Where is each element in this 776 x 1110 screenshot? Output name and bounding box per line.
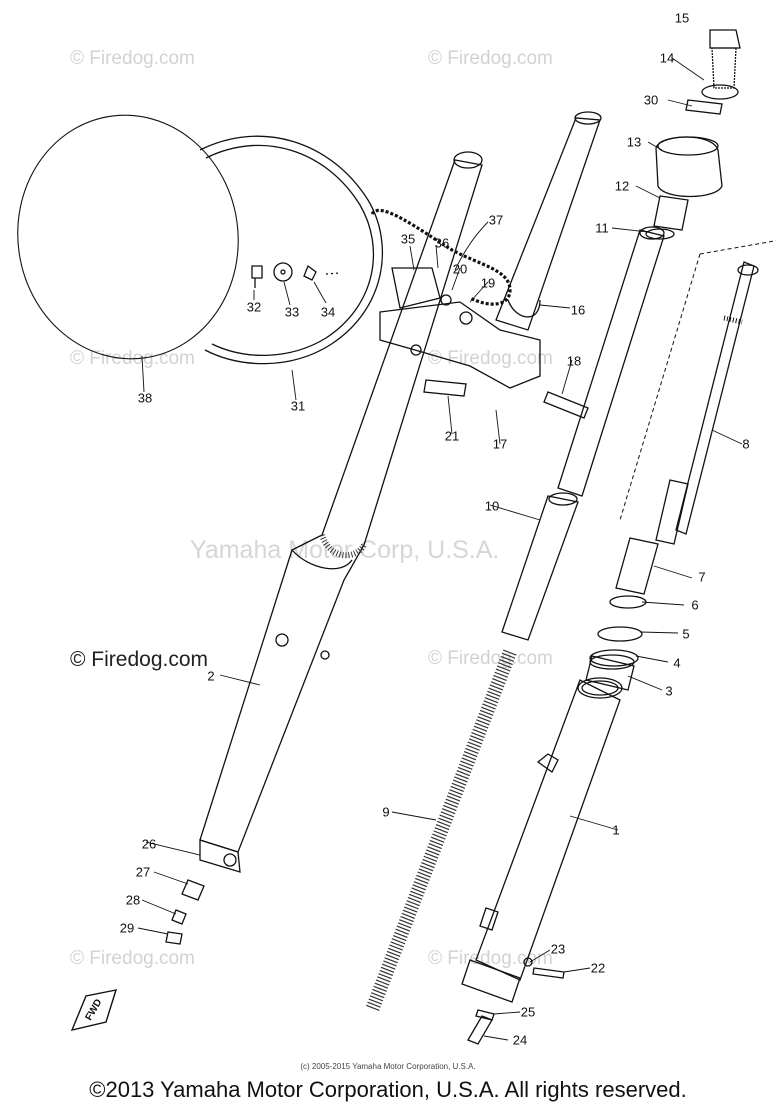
watermark: © Firedog.com xyxy=(428,948,553,969)
callout-22: 22 xyxy=(590,960,606,976)
bracket-17 xyxy=(379,301,541,389)
callout-19: 19 xyxy=(480,275,496,291)
inner-tube-10 xyxy=(557,229,665,497)
callout-38: 38 xyxy=(137,390,153,406)
callout-36: 36 xyxy=(434,235,450,251)
axle-boss-lower xyxy=(461,959,521,1003)
leader-lines xyxy=(137,57,743,1041)
callout-2: 2 xyxy=(207,668,215,684)
damper-rod-8 xyxy=(675,261,755,535)
callout-29: 29 xyxy=(119,920,135,936)
callout-31: 31 xyxy=(290,398,306,414)
washer-25 xyxy=(475,1009,495,1021)
bushing-7 xyxy=(615,537,659,595)
callout-15: 15 xyxy=(674,10,690,26)
callout-12: 12 xyxy=(614,178,630,194)
washer-28 xyxy=(171,909,187,925)
bolt-18 xyxy=(543,391,589,419)
callout-37: 37 xyxy=(488,212,504,228)
nut-34 xyxy=(303,264,317,281)
o-ring-14 xyxy=(701,84,739,100)
watermark: © Firedog.com xyxy=(428,348,553,369)
callout-14: 14 xyxy=(659,50,675,66)
fork-tube-2 xyxy=(199,159,483,853)
bolt-27 xyxy=(181,879,205,901)
headlight-lens xyxy=(17,114,239,360)
callout-25: 25 xyxy=(520,1004,536,1020)
screw-32 xyxy=(251,265,263,288)
nut-29 xyxy=(165,931,183,945)
callout-11: 11 xyxy=(595,220,609,236)
guide-12 xyxy=(653,195,689,231)
fork-leg-1 xyxy=(475,679,621,981)
watermark: © Firedog.com xyxy=(428,648,553,669)
watermark-dark: © Firedog.com xyxy=(70,648,209,671)
watermark: © Firedog.com xyxy=(70,948,195,969)
callout-32: 32 xyxy=(246,299,262,315)
ring-6 xyxy=(609,595,647,609)
callout-27: 27 xyxy=(135,864,151,880)
callout-8: 8 xyxy=(742,436,750,452)
fwd-arrow xyxy=(70,989,118,1031)
upper-tube-16 xyxy=(495,117,601,331)
headlight-rim xyxy=(199,135,384,365)
watermark-center: Yamaha Motor Corp, U.S.A. xyxy=(190,536,500,564)
screw-22 xyxy=(532,967,565,979)
watermark: © Firedog.com xyxy=(70,48,195,69)
callout-7: 7 xyxy=(698,569,706,585)
callout-30: 30 xyxy=(643,92,659,108)
spring-9 xyxy=(365,649,517,1013)
bolt-21 xyxy=(423,379,467,397)
callout-28: 28 xyxy=(125,892,141,908)
callout-3: 3 xyxy=(665,683,673,699)
callout-9: 9 xyxy=(382,804,390,820)
callout-35: 35 xyxy=(400,231,416,247)
washer-23 xyxy=(523,957,533,967)
callout-1: 1 xyxy=(612,822,620,838)
inner-tube-lower-10 xyxy=(501,495,579,641)
ring-5 xyxy=(597,626,643,642)
callout-13: 13 xyxy=(626,134,642,150)
callout-21: 21 xyxy=(444,428,460,444)
ring-4 xyxy=(589,649,639,667)
callout-20: 20 xyxy=(452,261,468,277)
watermark: © Firedog.com xyxy=(428,48,553,69)
bolt-24 xyxy=(467,1015,493,1045)
footer-copyright: ©2013 Yamaha Motor Corporation, U.S.A. A… xyxy=(89,1077,687,1102)
callout-16: 16 xyxy=(570,302,586,318)
callout-34: 34 xyxy=(320,304,336,320)
wire-37 xyxy=(370,208,512,306)
axle-boss-26 xyxy=(199,839,241,873)
damper-box-8 xyxy=(619,240,776,521)
seal-11 xyxy=(645,228,675,240)
cover-13 xyxy=(655,136,723,198)
washer-33 xyxy=(273,262,293,282)
callout-26: 26 xyxy=(141,836,157,852)
small-copyright: (c) 2005-2015 Yamaha Motor Corporation, … xyxy=(300,1062,476,1071)
clip-30 xyxy=(685,99,723,115)
cap-bolt-15 xyxy=(709,29,741,49)
callout-4: 4 xyxy=(673,655,681,671)
seal-3 xyxy=(585,655,635,691)
callout-17: 17 xyxy=(492,436,508,452)
callout-33: 33 xyxy=(284,304,300,320)
callout-18: 18 xyxy=(566,353,582,369)
bracket-35 xyxy=(391,267,441,309)
callout-24: 24 xyxy=(512,1032,528,1048)
callout-10: 10 xyxy=(484,498,500,514)
callout-6: 6 xyxy=(691,597,699,613)
callout-5: 5 xyxy=(682,626,690,642)
callout-23: 23 xyxy=(550,941,566,957)
